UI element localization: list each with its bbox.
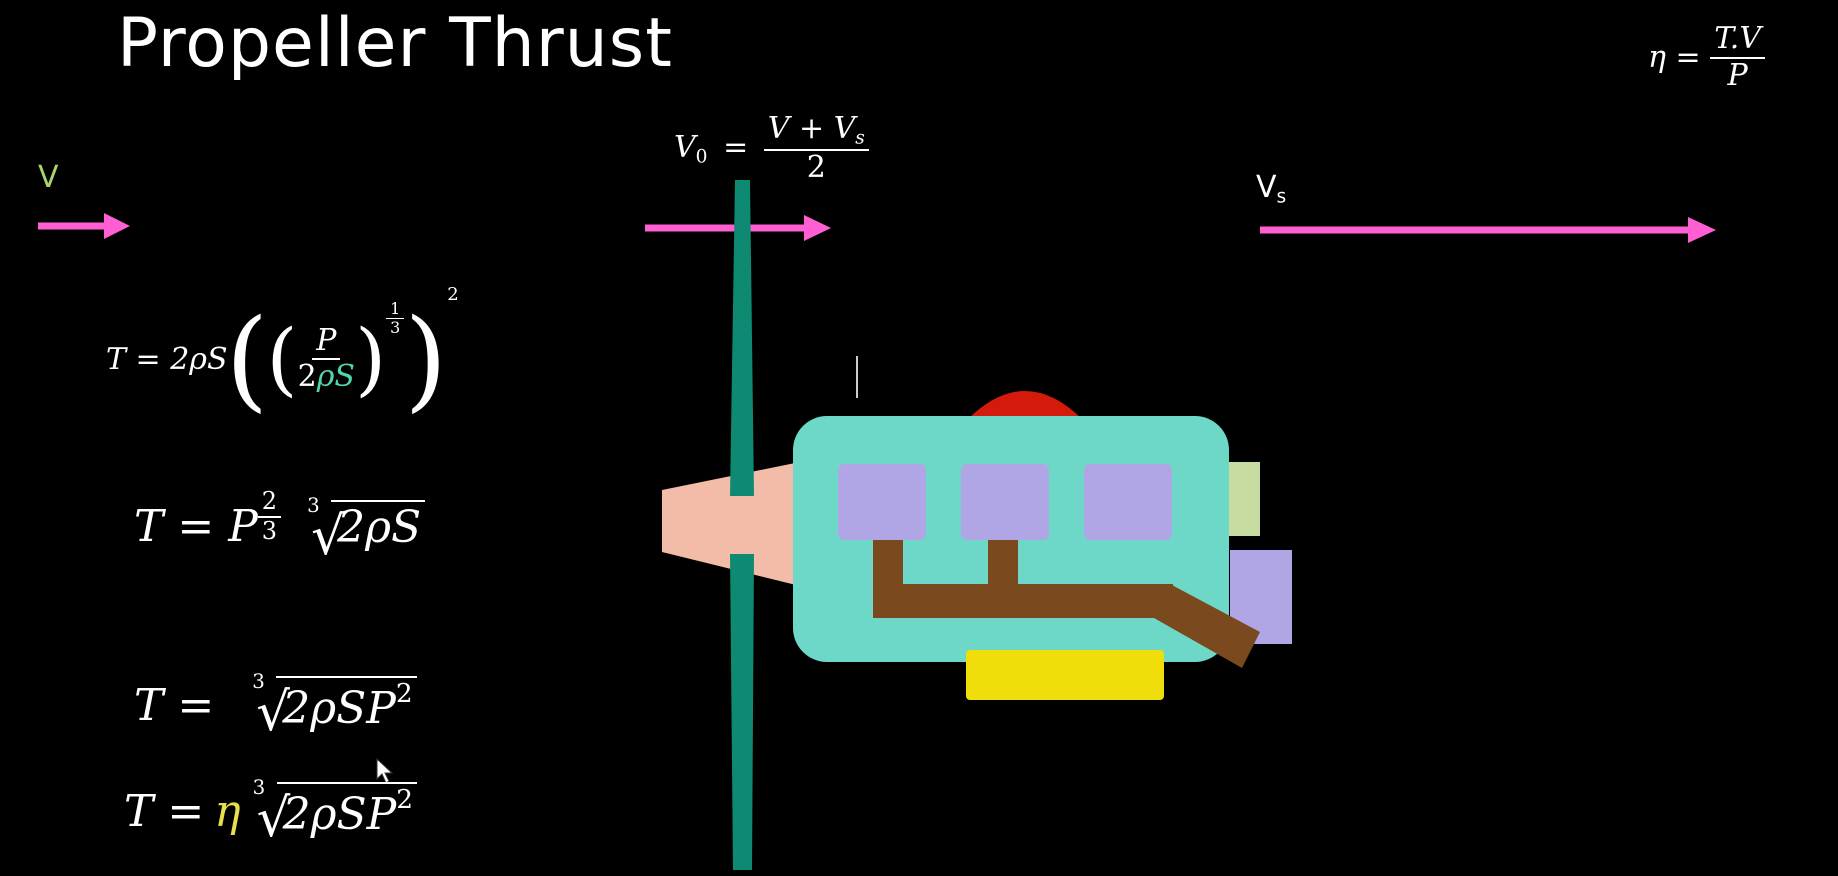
eq2-cube-root: 3 √ 2ρS (303, 494, 426, 567)
eq1-exponent: 1 3 (386, 299, 405, 338)
equation-v0: V0 = V + Vs 2 (674, 111, 869, 185)
v0-base: V (674, 129, 696, 165)
eq1-inner-numerator: P (312, 323, 341, 360)
radical-icon: √ (311, 506, 345, 567)
eta-numerator: T.V (1710, 21, 1766, 59)
equation-thrust-1: T = 2ρS ( ( P 2ρS ) 1 3 ) 2 (106, 284, 459, 434)
v0-eq: = (723, 129, 749, 165)
top-cap (967, 391, 1083, 420)
eq1-inner-den-2: 2 (297, 359, 317, 394)
equation-thrust-2: T = P 2 3 3 √ 2ρS (134, 487, 426, 567)
label-vs: Vs (1256, 170, 1286, 208)
label-vs-sub: s (1276, 186, 1287, 208)
oil-pan (966, 650, 1164, 700)
cylinder-2 (961, 464, 1049, 540)
eq1-inner-fraction: P 2ρS (297, 323, 355, 395)
eta-fraction: T.V P (1710, 21, 1766, 93)
v0-numerator: V + V (767, 111, 856, 146)
label-v: V (38, 160, 59, 195)
rear-small-block (1224, 462, 1260, 536)
eq3-cube-root: 3 √ 2ρSP2 (248, 670, 417, 743)
slide-title: Propeller Thrust (117, 4, 673, 83)
equation-efficiency: η = T.V P (1648, 21, 1766, 93)
label-vs-base: V (1256, 170, 1277, 205)
eq4-lhs: T = (124, 785, 205, 837)
equation-thrust-4: T = η 3 √ 2ρSP2 (124, 776, 417, 849)
eq1-exp-den: 3 (390, 318, 401, 338)
cylinder-1 (838, 464, 926, 540)
eq1-inner-den-rhos: ρS (316, 359, 355, 394)
eta-denominator: P (1727, 57, 1748, 93)
eq2-root-index: 3 (307, 494, 320, 517)
v0-numerator-sub: s (855, 127, 865, 149)
eq2-lhs: T = P (134, 501, 258, 552)
eq4-eta: η (214, 785, 241, 837)
arrow-vs (1260, 217, 1716, 243)
eta-lhs: η = (1648, 40, 1701, 75)
eq1-outer-paren-right: ) (404, 295, 448, 423)
eq3-radicand-exp: 2 (395, 678, 413, 709)
arrow-v (38, 213, 130, 239)
eq3-radicand: 2ρSP (282, 683, 396, 735)
equation-thrust-3: T = 3 √ 2ρSP2 (134, 670, 417, 743)
v0-sub: 0 (695, 146, 708, 168)
eq1-outer-exponent: 2 (447, 284, 459, 305)
arrow-v0 (645, 215, 831, 241)
v0-denominator: 2 (806, 149, 826, 185)
eq4-radicand: 2ρSP (282, 789, 397, 841)
eq1-inner-paren-left: ( (266, 312, 298, 405)
radical-icon: √ (256, 682, 290, 743)
spinner-nose (662, 462, 800, 586)
eq2-exp-num: 2 (257, 487, 282, 518)
eq3-root-index: 3 (252, 670, 265, 693)
eq4-radicand-exp: 2 (396, 784, 413, 815)
eq2-exponent: 2 3 (257, 487, 282, 545)
eq2-radicand: 2ρS (331, 500, 426, 553)
eq1-inner-paren-right: ) (354, 312, 387, 405)
eq1-outer-paren-left: ( (225, 295, 269, 423)
eq4-cube-root: 3 √ 2ρSP2 (249, 776, 417, 849)
exhaust-manifold (873, 540, 1260, 668)
eq1-lhs: T = 2ρS (106, 341, 228, 377)
radical-icon: √ (256, 788, 291, 849)
eq3-lhs: T = (134, 679, 215, 731)
propeller-blade-upper (730, 180, 754, 496)
v0-fraction: V + Vs 2 (763, 111, 869, 185)
eq1-exp-num: 1 (386, 299, 405, 320)
propeller-blade-lower (730, 554, 754, 870)
eq4-root-index: 3 (252, 776, 266, 799)
eq2-exp-den: 3 (261, 516, 278, 545)
engine-diagram (662, 180, 1292, 870)
cylinder-3 (1084, 464, 1172, 540)
